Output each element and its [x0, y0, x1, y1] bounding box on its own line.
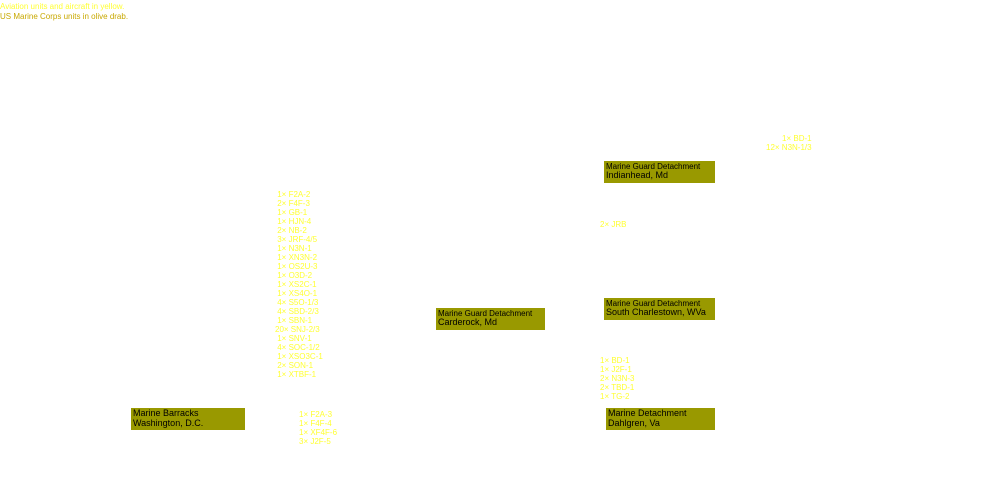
aircraft-entry: 1× XS4O-1 [275, 289, 318, 298]
aircraft-entry: 2× JRB [600, 220, 627, 229]
aircraft-entry: 1× J2F-1 [600, 365, 632, 374]
aircraft-entry: 1× XSO3C-1 [275, 352, 323, 361]
aircraft-entry: 1× XF4F-6 [299, 428, 338, 437]
aircraft-entry: 1× F4F-4 [299, 419, 332, 428]
aircraft-entry: 2× F4F-3 [275, 199, 310, 208]
aircraft-entry: 1× XS2C-1 [275, 280, 317, 289]
aircraft-entry: 1× SNV-1 [275, 334, 312, 343]
aircraft-entry: 1× BD-1 [600, 356, 630, 365]
unit-location: Dahlgren, Va [608, 417, 660, 428]
aircraft-entry: 1× TG-2 [600, 392, 630, 401]
legend-usmc-note: US Marine Corps units in olive drab. [0, 12, 129, 21]
aircraft-entry: 1× OS2U-3 [275, 262, 318, 271]
aircraft-entry: 1× XTBF-1 [275, 370, 317, 379]
unit-carderock: Marine Guard Detachment Carderock, Md [436, 308, 545, 330]
aircraft-entry: 3× JRF-4/5 [275, 235, 318, 244]
aircraft-entry: 2× SON-1 [275, 361, 314, 370]
unit-washington: Marine Barracks Washington, D.C. [131, 408, 245, 430]
aircraft-entry: 2× NB-2 [275, 226, 307, 235]
unit-name: Marine Guard Detachment [438, 309, 533, 318]
unit-location: Indianhead, Md [606, 170, 669, 180]
unit-dahlgren: Marine Detachment Dahlgren, Va [606, 408, 715, 430]
aircraft-entry: 20× SNJ-2/3 [275, 325, 320, 334]
aircraft-entry: 4× SBD-2/3 [275, 307, 319, 316]
aircraft-list-washington-main: 1× F2A-2 2× F4F-3 1× GB-1 1× HJN-4 2× NB… [275, 190, 323, 379]
aircraft-entry: 1× F2A-2 [275, 190, 311, 199]
aircraft-entry: 2× TBD-1 [600, 383, 635, 392]
aircraft-entry: 1× O3D-2 [275, 271, 313, 280]
aircraft-entry: 2× N3N-3 [600, 374, 635, 383]
aircraft-entry: 1× F2A-3 [299, 410, 333, 419]
aircraft-entry: 4× SOC-1/2 [275, 343, 320, 352]
unit-name: Marine Barracks [133, 408, 199, 418]
aircraft-entry: 1× XN3N-2 [275, 253, 318, 262]
aircraft-list-jrb: 2× JRB [600, 220, 626, 229]
unit-name: Marine Guard Detachment [606, 162, 701, 171]
unit-indianhead: Marine Guard Detachment Indianhead, Md [604, 161, 715, 183]
legend-aviation-note: Aviation units and aircraft in yellow. [0, 2, 125, 11]
unit-location: Carderock, Md [438, 317, 498, 327]
unit-name: Marine Guard Detachment [606, 299, 701, 308]
aircraft-entry: 1× HJN-4 [275, 217, 312, 226]
aircraft-entry: 1× SBN-1 [275, 316, 313, 325]
aircraft-entry: 4× S5O-1/3 [275, 298, 319, 307]
unit-name: Marine Detachment [608, 408, 687, 418]
unit-location: Washington, D.C. [133, 417, 204, 428]
unit-location: South Charlestown, WVa [606, 307, 706, 317]
aircraft-entry: 1× BD-1 [782, 134, 812, 143]
unit-south-charlestown: Marine Guard Detachment South Charlestow… [604, 298, 715, 320]
aircraft-entry: 12× N3N-1/3 [766, 143, 812, 152]
aircraft-entry: 3× J2F-5 [299, 437, 331, 446]
aircraft-entry: 1× N3N-1 [275, 244, 312, 253]
aircraft-entry: 1× GB-1 [275, 208, 308, 217]
